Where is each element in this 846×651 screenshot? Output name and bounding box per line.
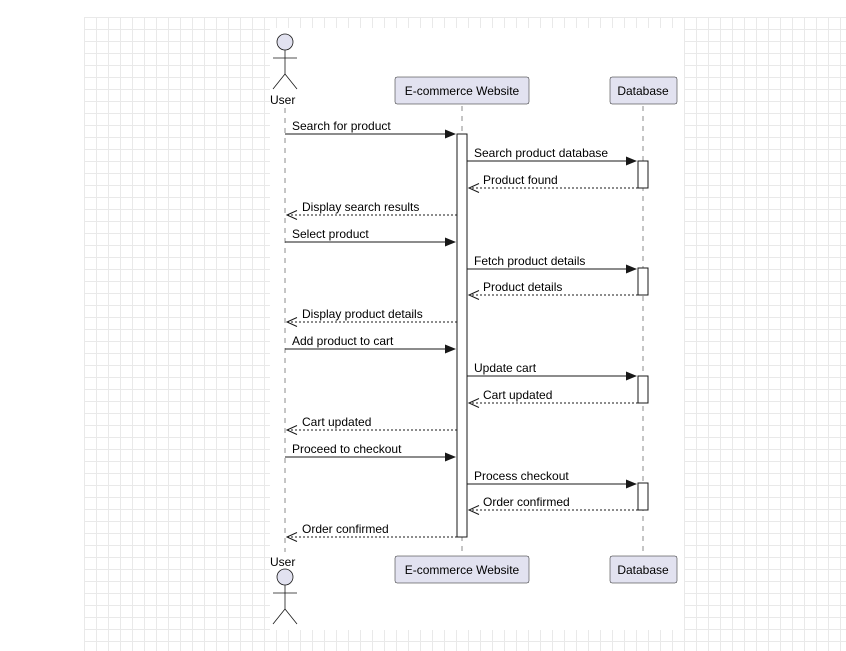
message-label: Update cart <box>474 361 537 375</box>
arrowhead-icon <box>445 129 456 139</box>
arrowhead-icon <box>467 290 480 300</box>
database-participant-box-bottom <box>609 555 678 584</box>
message-label: Search product database <box>474 146 608 160</box>
message-label: Search for product <box>292 119 391 133</box>
database-activation-bar <box>637 482 649 511</box>
arrowhead-icon <box>626 156 637 166</box>
message: Search product database <box>467 146 637 166</box>
message-label: Display search results <box>302 200 419 214</box>
arrowhead-icon <box>626 264 637 274</box>
message-label: Select product <box>292 227 369 241</box>
database-activation-bar <box>637 160 649 189</box>
message: Fetch product details <box>467 254 637 274</box>
message: Proceed to checkout <box>285 442 456 462</box>
arrowhead-icon <box>285 425 298 435</box>
arrowhead-icon <box>626 479 637 489</box>
database-activation-bar <box>637 375 649 404</box>
message: Process checkout <box>467 469 637 489</box>
message: Cart updated <box>467 388 638 408</box>
message: Select product <box>285 227 456 247</box>
message-label: Proceed to checkout <box>292 442 402 456</box>
website-participant-box <box>394 76 530 105</box>
message: Product found <box>467 173 638 193</box>
message: Order confirmed <box>467 495 638 515</box>
message: Order confirmed <box>285 522 457 542</box>
message-label: Cart updated <box>483 388 552 402</box>
website-participant-label: E-commerce Website <box>405 84 520 98</box>
arrowhead-icon <box>285 317 298 327</box>
message-label: Product details <box>483 280 562 294</box>
database-participant-label-bottom: Database <box>617 563 669 577</box>
arrowhead-icon <box>285 210 298 220</box>
arrowhead-icon <box>445 344 456 354</box>
website-activation-bar <box>456 133 468 538</box>
message: Search for product <box>285 119 456 139</box>
message: Cart updated <box>285 415 457 435</box>
message: Update cart <box>467 361 637 381</box>
database-participant-box <box>609 76 678 105</box>
message: Display product details <box>285 307 457 327</box>
database-activation-bar <box>637 267 649 296</box>
message-label: Cart updated <box>302 415 371 429</box>
website-participant-box-bottom <box>394 555 530 584</box>
message-label: Fetch product details <box>474 254 585 268</box>
user-actor-label-bottom: User <box>270 555 295 569</box>
website-participant-label-bottom: E-commerce Website <box>405 563 520 577</box>
message-label: Order confirmed <box>483 495 570 509</box>
user-actor-label: User <box>270 93 295 107</box>
database-participant-label: Database <box>617 84 669 98</box>
user-actor-icon <box>272 33 298 90</box>
arrowhead-icon <box>285 532 298 542</box>
message-label: Process checkout <box>474 469 569 483</box>
message-label: Display product details <box>302 307 423 321</box>
message: Display search results <box>285 200 457 220</box>
arrowhead-icon <box>445 237 456 247</box>
diagram-canvas <box>270 28 684 630</box>
message: Product details <box>467 280 638 300</box>
message: Add product to cart <box>285 334 456 354</box>
message-label: Product found <box>483 173 558 187</box>
arrowhead-icon <box>626 371 637 381</box>
arrowhead-icon <box>467 398 480 408</box>
message-label: Add product to cart <box>292 334 394 348</box>
arrowhead-icon <box>445 452 456 462</box>
message-label: Order confirmed <box>302 522 389 536</box>
arrowhead-icon <box>467 505 480 515</box>
user-actor-icon-bottom <box>272 568 298 625</box>
arrowhead-icon <box>467 183 480 193</box>
messages-group: Search for product Search product databa… <box>285 119 638 542</box>
